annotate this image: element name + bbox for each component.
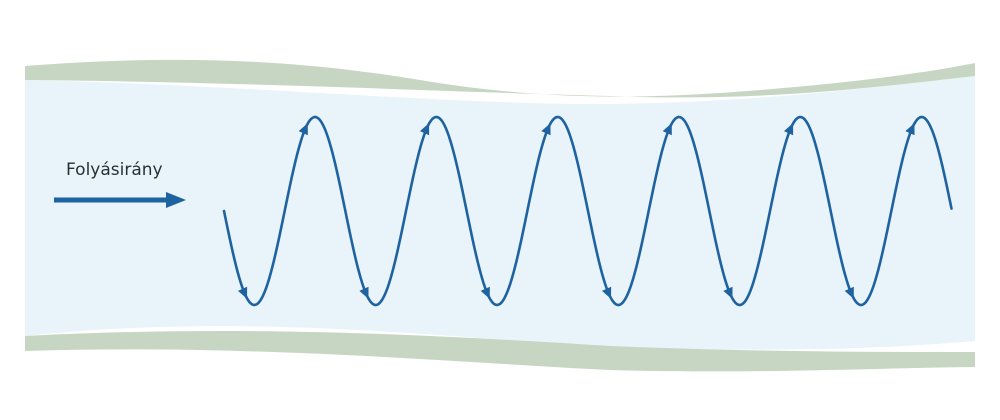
flow-arrow-head: [166, 192, 186, 208]
upstroke-marker-5: [905, 123, 915, 136]
downstroke-marker-2: [480, 286, 490, 299]
downstroke-marker-5: [844, 286, 854, 299]
upstroke-marker-3: [662, 123, 672, 136]
upstroke-marker-0: [298, 123, 308, 136]
downstroke-marker-4: [723, 286, 733, 299]
top-riverbank: [25, 59, 975, 98]
downstroke-marker-0: [237, 286, 248, 299]
meander-wave-line: [222, 115, 953, 307]
upstroke-marker-2: [541, 123, 551, 136]
river-channel: [25, 76, 975, 350]
upstroke-marker-4: [783, 123, 794, 136]
downstroke-marker-1: [359, 286, 369, 299]
meander-wave: [222, 115, 953, 307]
wave-direction-markers: [237, 123, 915, 299]
upstroke-marker-1: [419, 123, 430, 136]
bottom-riverbank: [25, 330, 975, 372]
flow-direction-arrow: [54, 192, 186, 208]
downstroke-marker-3: [601, 286, 612, 299]
flow-direction-label: Folyásirány: [66, 160, 163, 180]
